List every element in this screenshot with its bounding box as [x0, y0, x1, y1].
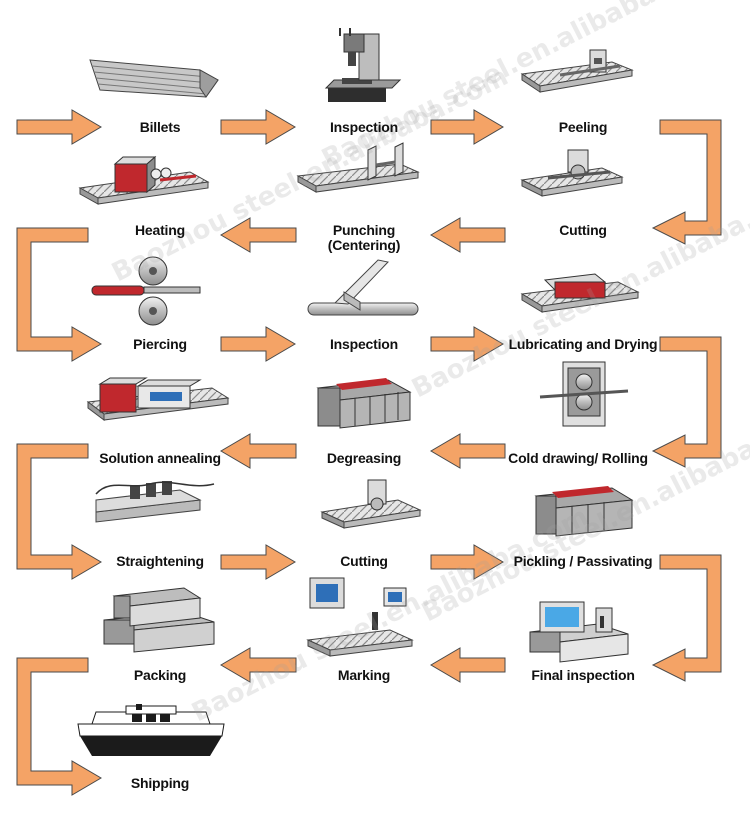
cutting-saw-icon	[520, 149, 624, 197]
flow-connector-arrow	[651, 336, 722, 468]
pickling-tank-icon	[534, 486, 634, 537]
final-inspection-machine-icon	[529, 601, 629, 663]
flow-connector-arrow	[16, 657, 102, 796]
step-label-inspection: Inspection	[329, 119, 398, 135]
step-label-punching-sub: (Centering)	[327, 237, 401, 253]
step-label-billets: Billets	[139, 119, 181, 135]
cutting-machine-icon	[320, 479, 422, 529]
step-label-cutting-2: Cutting	[340, 553, 388, 569]
packing-boxes-icon	[103, 587, 215, 653]
flow-arrow	[430, 326, 504, 362]
straightening-machine-icon	[95, 481, 215, 523]
step-label-degreasing: Degreasing	[326, 450, 402, 466]
flow-connector-arrow	[651, 119, 722, 245]
step-label-peeling: Peeling	[558, 119, 608, 135]
flow-arrow	[220, 647, 297, 683]
step-label-final-inspection: Final inspection	[531, 667, 635, 683]
step-label-heating: Heating	[135, 222, 185, 238]
piercing-mill-icon	[91, 256, 201, 326]
step-label-marking: Marking	[337, 667, 391, 683]
pipe-inspection-icon	[307, 259, 419, 316]
peeling-machine-icon	[520, 49, 634, 93]
step-label-straightening: Straightening	[116, 553, 204, 569]
step-label-lubricating-drying: Lubricating and Drying	[508, 336, 658, 352]
marking-machine-icon	[306, 577, 414, 657]
step-label-packing: Packing	[133, 667, 187, 683]
step-label-pickling-passivating: Pickling / Passivating	[513, 553, 653, 569]
step-label-cutting: Cutting	[559, 222, 607, 238]
flow-arrow	[430, 647, 506, 683]
inspection-machine-icon	[324, 28, 402, 102]
billets-icon	[89, 59, 219, 98]
heating-furnace-icon	[78, 155, 210, 205]
step-label-piercing: Piercing	[133, 336, 187, 352]
step-label-punching-main: Punching	[332, 222, 396, 238]
step-label-cold-drawing: Cold drawing/ Rolling	[508, 450, 648, 466]
flow-arrow	[430, 109, 504, 145]
step-label-inspection-2: Inspection	[329, 336, 398, 352]
flow-arrow	[220, 326, 296, 362]
flow-arrow	[220, 217, 297, 253]
flow-arrow	[430, 217, 506, 253]
step-label-solution-annealing: Solution annealing	[99, 450, 221, 466]
flow-arrow	[430, 433, 506, 469]
flow-arrow	[430, 544, 504, 580]
flow-connector-arrow	[16, 443, 102, 580]
degreasing-tank-icon	[316, 378, 412, 429]
flow-arrow	[220, 433, 297, 469]
flow-arrow	[220, 544, 296, 580]
step-label-shipping: Shipping	[130, 775, 190, 791]
flow-connector-arrow	[16, 227, 102, 362]
step-label-punching: Punching (Centering)	[269, 223, 459, 253]
flow-connector-arrow	[651, 554, 722, 682]
cold-drawing-mill-icon	[539, 361, 629, 427]
punching-machine-icon	[296, 142, 420, 193]
flow-arrow	[220, 109, 296, 145]
lubrication-tank-icon	[520, 273, 640, 313]
solution-annealing-furnace-icon	[86, 377, 230, 421]
ship-icon	[77, 704, 225, 756]
flow-arrow	[16, 109, 102, 145]
